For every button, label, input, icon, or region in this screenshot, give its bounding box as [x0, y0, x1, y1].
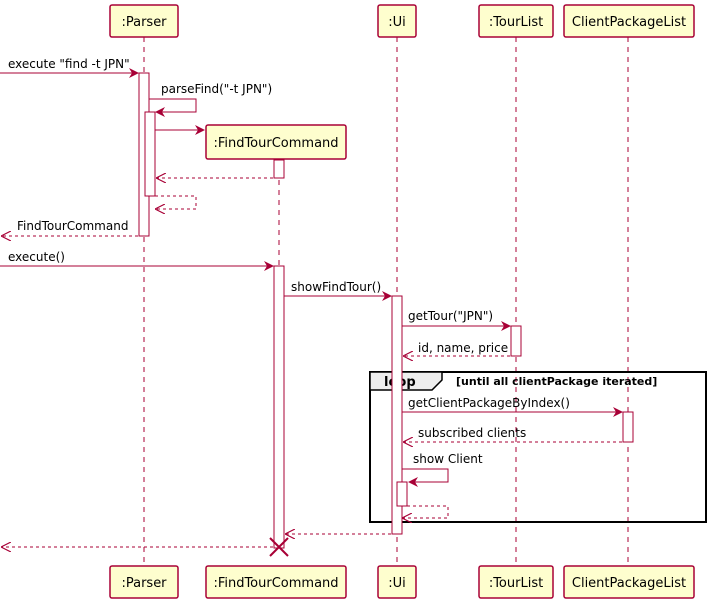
message-get-tour: getTour("JPN"): [402, 309, 511, 331]
participant-parser-top: :Parser: [109, 4, 179, 38]
participant-tourlist-top: :TourList: [478, 4, 554, 38]
message-return-tour-info: id, name, price: [404, 341, 510, 356]
activation-findtourcommand-1: [273, 159, 285, 179]
message-return-subscribed: subscribed clients: [404, 426, 622, 442]
participant-clientpackagelist-bottom: ClientPackageList: [563, 565, 695, 599]
loop-frame: [369, 371, 707, 523]
activation-ui-1: [391, 295, 403, 535]
message-label: FindTourCommand: [17, 219, 128, 233]
participant-tourlist-bottom: :TourList: [478, 565, 554, 599]
message-parse-find: parseFind("-t JPN"): [149, 82, 272, 117]
lifelines: [143, 37, 629, 566]
activation-clientpackagelist: [622, 411, 634, 443]
participant-ui-bottom: :Ui: [377, 565, 417, 599]
message-label: execute(): [8, 250, 65, 264]
participant-label: :FindTourCommand: [213, 136, 338, 151]
participant-ui-top: :Ui: [377, 4, 417, 38]
participants-bottom: :Parser :FindTourCommand :Ui :TourList C…: [109, 565, 695, 599]
participant-label: :TourList: [489, 576, 543, 591]
destroy-x-icon: [269, 537, 289, 557]
message-label: parseFind("-t JPN"): [161, 82, 272, 96]
message-label: id, name, price: [418, 341, 508, 355]
activation-parser-2: [144, 111, 156, 197]
message-label: getTour("JPN"): [408, 309, 493, 323]
loop-label-tab: [369, 371, 443, 391]
message-label: show Client: [413, 452, 483, 466]
message-label: subscribed clients: [418, 426, 526, 440]
participant-label: :TourList: [489, 15, 543, 30]
participant-label: ClientPackageList: [572, 576, 686, 591]
message-return-findtourcommand: FindTourCommand: [2, 219, 138, 236]
message-return-self: [155, 195, 197, 209]
participant-label: :FindTourCommand: [213, 576, 338, 591]
message-label: getClientPackageByIndex(): [408, 396, 570, 410]
message-label: showFindTour(): [291, 280, 381, 294]
participant-findtourcommand-bottom: :FindTourCommand: [205, 565, 347, 599]
message-show-client-return: [403, 505, 449, 518]
message-get-client-package: getClientPackageByIndex(): [402, 396, 623, 417]
activations: [138, 72, 634, 549]
participant-parser-bottom: :Parser: [109, 565, 179, 599]
message-execute-find: execute "find -t JPN": [0, 57, 139, 78]
messages: execute "find -t JPN" parseFind("-t JPN"…: [0, 57, 623, 547]
participant-findtourcommand-top: :FindTourCommand: [205, 124, 347, 160]
loop-fragment: loop [until all clientPackage iterated]: [369, 371, 707, 523]
loop-guard: [until all clientPackage iterated]: [456, 375, 657, 388]
activation-findtourcommand-2: [273, 265, 285, 549]
participant-label: :Parser: [121, 15, 167, 30]
participant-label: ClientPackageList: [572, 15, 686, 30]
message-label: execute "find -t JPN": [8, 57, 130, 71]
participant-clientpackagelist-top: ClientPackageList: [563, 4, 695, 38]
activation-tourlist: [510, 325, 522, 357]
participant-label: :Ui: [388, 576, 406, 591]
message-execute: execute(): [0, 250, 274, 271]
message-show-find-tour: showFindTour(): [284, 280, 392, 301]
participant-label: :Ui: [388, 15, 406, 30]
message-show-client: show Client: [402, 452, 483, 487]
activation-ui-2: [396, 481, 408, 507]
participant-label: :Parser: [121, 576, 167, 591]
participants-top: :Parser :FindTourCommand :Ui :TourList C…: [109, 4, 695, 160]
